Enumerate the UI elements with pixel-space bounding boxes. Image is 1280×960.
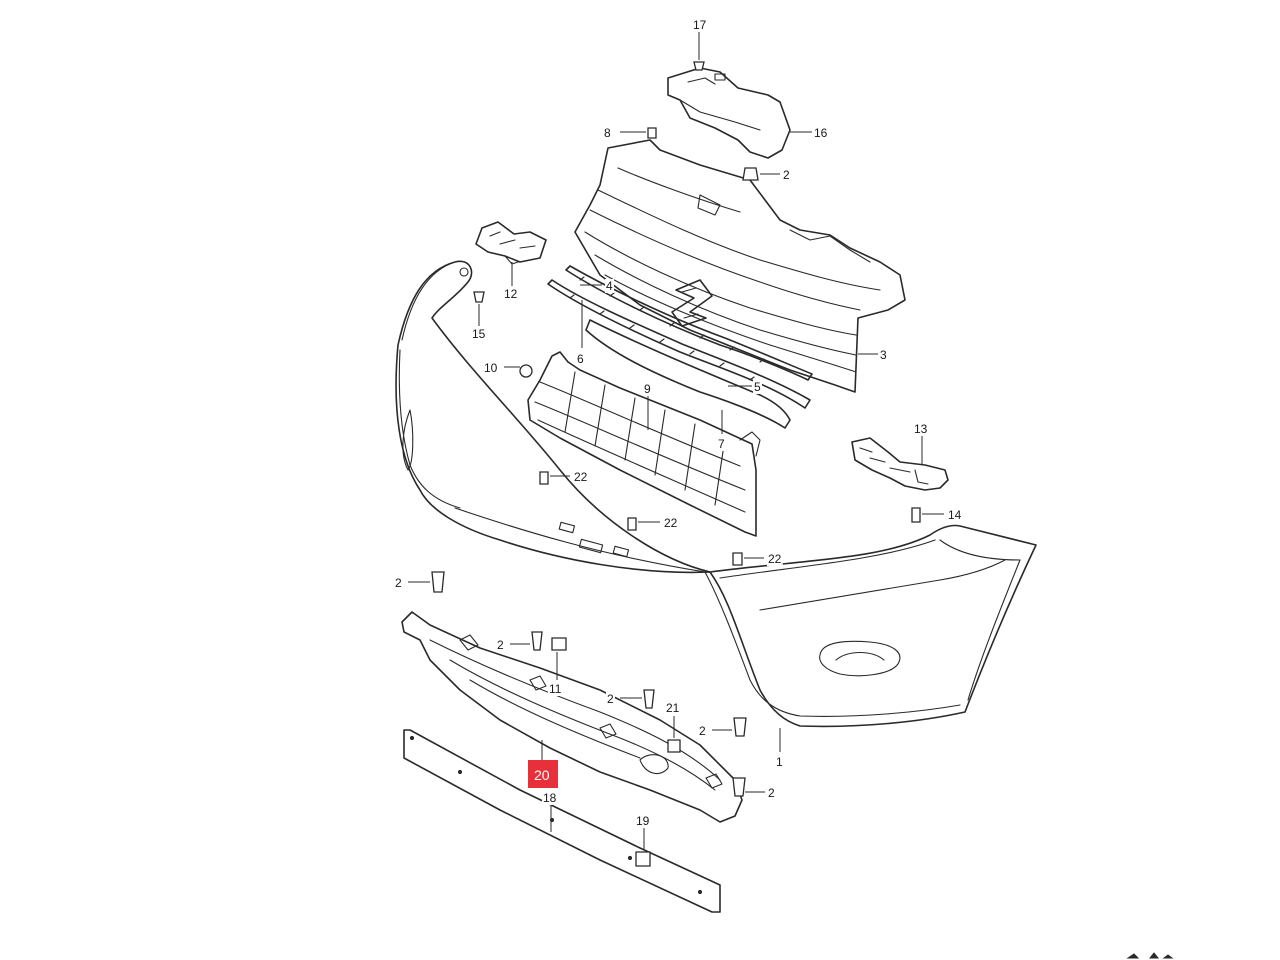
upper-bracket bbox=[667, 67, 791, 159]
callout-5: 5 bbox=[754, 380, 761, 394]
callout-2: 2 bbox=[395, 576, 402, 590]
lower-reinforcement bbox=[401, 611, 743, 823]
callout-labels: 17 16 8 2 12 15 4 6 3 10 9 5 7 13 22 22 … bbox=[394, 18, 963, 828]
callout-6: 6 bbox=[577, 352, 584, 366]
right-bracket bbox=[851, 437, 949, 491]
upper-grille bbox=[574, 139, 906, 393]
callout-2: 2 bbox=[607, 692, 614, 706]
callout-11: 11 bbox=[549, 682, 562, 696]
callout-2: 2 bbox=[768, 786, 775, 800]
callout-2: 2 bbox=[497, 638, 504, 652]
callout-10: 10 bbox=[484, 361, 498, 375]
callout-21: 21 bbox=[666, 701, 680, 715]
lower-plate bbox=[403, 729, 721, 913]
callout-12: 12 bbox=[504, 287, 518, 301]
callout-18: 18 bbox=[543, 791, 557, 805]
callout-7: 7 bbox=[718, 437, 725, 451]
callout-16: 16 bbox=[814, 126, 828, 140]
callout-14: 14 bbox=[948, 508, 962, 522]
callout-17: 17 bbox=[693, 18, 707, 32]
highlight-callout-20: 20 bbox=[528, 760, 558, 788]
callout-15: 15 bbox=[472, 327, 486, 341]
upper-molding-strips bbox=[547, 265, 813, 429]
lower-grille bbox=[527, 351, 761, 537]
bumper-cover bbox=[395, 260, 1037, 728]
callout-22: 22 bbox=[664, 516, 678, 530]
callout-9: 9 bbox=[644, 382, 651, 396]
highlight-box bbox=[528, 760, 558, 788]
highlight-label: 20 bbox=[534, 767, 550, 783]
left-bracket bbox=[475, 221, 547, 265]
callout-8: 8 bbox=[604, 126, 611, 140]
cropped-corner-mark bbox=[1126, 952, 1174, 959]
leader-lines bbox=[408, 32, 944, 850]
callout-22: 22 bbox=[574, 470, 588, 484]
callout-4: 4 bbox=[606, 279, 613, 293]
fasteners bbox=[431, 61, 921, 867]
callout-1: 1 bbox=[776, 755, 783, 769]
callout-13: 13 bbox=[914, 422, 928, 436]
callout-2: 2 bbox=[699, 724, 706, 738]
callout-2: 2 bbox=[783, 168, 790, 182]
callout-19: 19 bbox=[636, 814, 650, 828]
callout-3: 3 bbox=[880, 348, 887, 362]
callout-22: 22 bbox=[768, 552, 782, 566]
